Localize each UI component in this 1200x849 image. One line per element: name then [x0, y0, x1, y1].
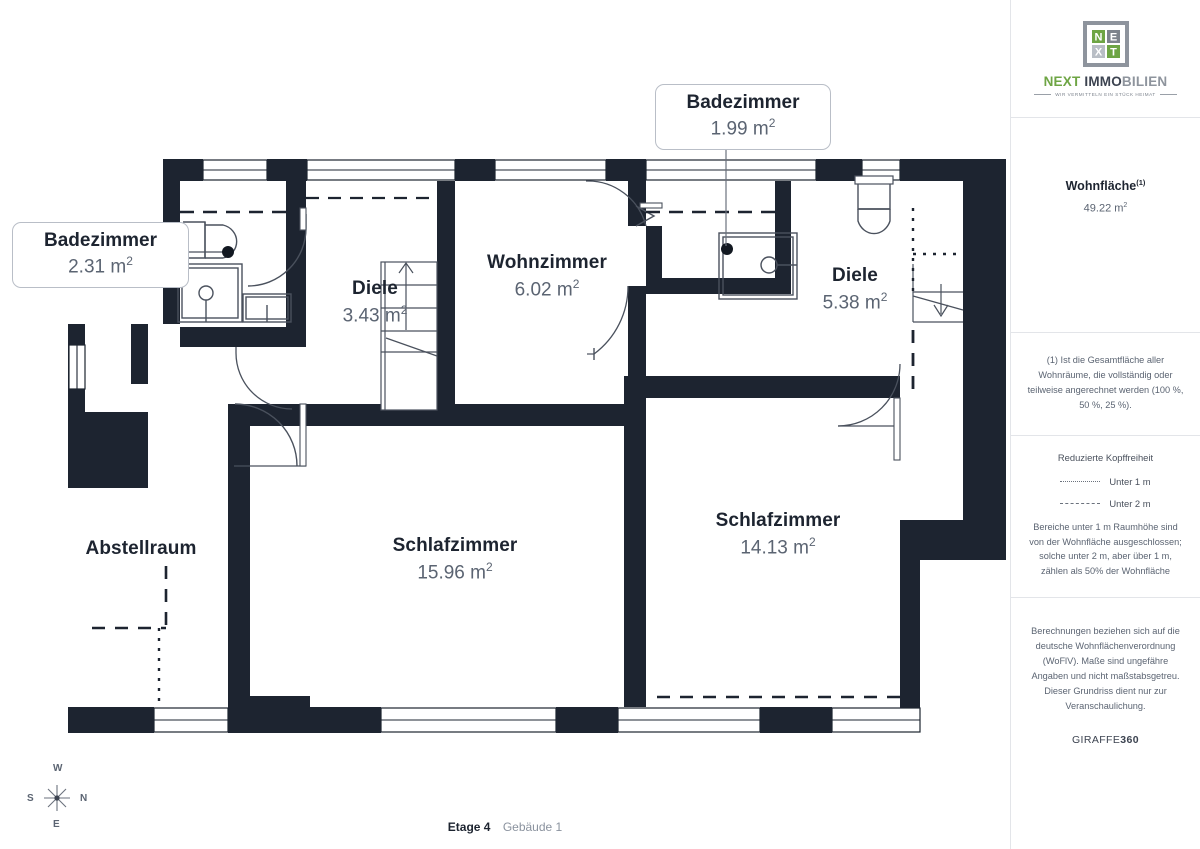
room-name: Badezimmer [44, 230, 157, 251]
room-area: 2.31 m2 [68, 253, 133, 278]
room-label-diele-left: Diele 3.43 m2 [310, 278, 440, 327]
legend-label: Unter 2 m [1109, 497, 1151, 509]
plan-footer: Etage 4 Gebäude 1 [0, 820, 1010, 834]
fixtures-group [122, 175, 964, 467]
tagline-rule-right [1159, 93, 1177, 95]
disclaimer-text: Berechnungen beziehen sich auf die deuts… [1031, 626, 1180, 711]
compass-east-label: N [80, 793, 88, 804]
floor-plan-canvas: Badezimmer 2.31 m2 Badezimmer 1.99 m2 Di… [0, 84, 1010, 834]
legend-item-under-1m: Unter 1 m [1025, 476, 1186, 487]
tagline-rule-left [1034, 93, 1052, 95]
svg-text:T: T [1110, 46, 1117, 58]
giraffe360-brand: GIRAFFE360 [1025, 734, 1186, 746]
walls-group [68, 159, 1006, 733]
legend-title: Reduzierte Kopffreiheit [1057, 451, 1154, 463]
wordmark-bilien: BILIEN [1121, 73, 1168, 89]
legend-description: Bereiche unter 1 m Raumhöhe sind von der… [1029, 521, 1182, 577]
svg-text:N: N [1094, 31, 1102, 43]
room-name: Badezimmer [686, 92, 800, 113]
room-label-schlafzimmer-right: Schlafzimmer 14.13 m2 [688, 510, 868, 559]
headroom-lines [92, 196, 963, 708]
svg-text:X: X [1094, 46, 1102, 58]
living-area-footnote: (1) Ist die Gesamtfläche aller Wohnräume… [1011, 333, 1200, 436]
dotted-line-icon [1060, 480, 1101, 482]
room-name: Diele [832, 265, 878, 286]
room-label-wohnzimmer: Wohnzimmer 6.02 m2 [452, 252, 642, 301]
brand-logo: N E X T NEXT IMMOBILIEN WIR VERMITTELN E… [1011, 0, 1200, 118]
compass-icon [44, 785, 70, 811]
room-area: 14.13 m2 [740, 534, 816, 559]
room-name: Diele [352, 278, 398, 299]
room-area: 5.38 m2 [822, 289, 888, 314]
dashed-line-icon [1060, 502, 1101, 504]
room-callout-badezimmer-top: Badezimmer 1.99 m2 [655, 84, 831, 151]
living-area-title: Wohnfläche(1) [1065, 178, 1146, 194]
disclaimer-block: Berechnungen beziehen sich auf die deuts… [1011, 598, 1200, 745]
footer-building: Gebäude 1 [502, 820, 563, 834]
legend-item-under-2m: Unter 2 m [1025, 498, 1186, 509]
compass-north-label: W [53, 763, 63, 774]
brand-suffix: 360 [1120, 733, 1140, 746]
room-callout-badezimmer-left: Badezimmer 2.31 m2 [12, 222, 189, 289]
wordmark-immo: IMMO [1084, 73, 1122, 89]
room-name: Schlafzimmer [715, 510, 841, 531]
room-name: Schlafzimmer [392, 535, 518, 556]
room-name: Wohnzimmer [487, 252, 607, 273]
svg-text:E: E [1109, 31, 1116, 43]
room-label-schlafzimmer-left: Schlafzimmer 15.96 m2 [365, 535, 545, 584]
living-area-value: 49.22 m2 [1083, 202, 1128, 215]
wordmark-next: NEXT [1043, 73, 1081, 89]
living-area-footnote-ref: (1) [1136, 178, 1146, 187]
floor-plan-drawing [68, 148, 1006, 733]
next-logo-icon: N E X T [1082, 20, 1129, 67]
living-area-block: Wohnfläche(1) 49.22 m2 [1011, 118, 1200, 333]
compass-rose: W N E S [24, 763, 90, 831]
room-area: 3.43 m2 [342, 302, 408, 327]
brand-tagline: WIR VERMITTELN EIN STÜCK HEIMAT [1034, 91, 1177, 97]
compass-west-label: S [27, 793, 34, 804]
brand-prefix: GIRAFFE [1071, 733, 1121, 746]
compass-south-label: E [53, 819, 60, 830]
room-label-diele-right: Diele 5.38 m2 [790, 265, 920, 314]
tagline-text: WIR VERMITTELN EIN STÜCK HEIMAT [1055, 91, 1156, 97]
room-label-abstellraum: Abstellraum [80, 538, 202, 560]
footer-floor: Etage 4 [447, 820, 491, 834]
brand-wordmark: NEXT IMMOBILIEN [1044, 74, 1168, 89]
room-area: 6.02 m2 [514, 276, 580, 301]
room-name: Abstellraum [85, 538, 197, 559]
headroom-legend: Reduzierte Kopffreiheit Unter 1 m Unter … [1011, 436, 1200, 599]
room-area: 1.99 m2 [710, 115, 776, 140]
room-area: 15.96 m2 [417, 559, 493, 584]
info-sidebar: N E X T NEXT IMMOBILIEN WIR VERMITTELN E… [1010, 0, 1200, 849]
legend-label: Unter 1 m [1109, 475, 1151, 487]
